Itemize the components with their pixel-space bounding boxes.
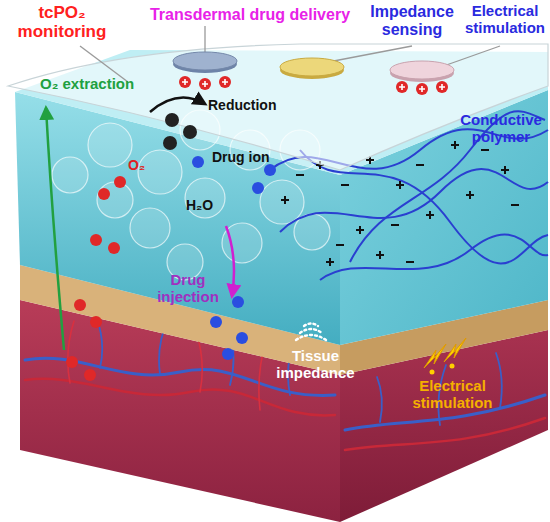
process-label: O₂ extraction (40, 76, 134, 93)
stimulation-electrode (390, 61, 454, 79)
bubble (88, 123, 132, 167)
drug-ion-sphere (232, 296, 244, 308)
species-label: Drug ion (212, 150, 270, 166)
lightning-bolt (444, 338, 466, 362)
electron-sphere (165, 113, 179, 127)
drug-injection-arrow (226, 226, 234, 296)
function-label: Transdermal drug delivery (125, 6, 375, 24)
spark-dot (430, 370, 435, 375)
function-label: Electrical stimulation (460, 3, 550, 37)
function-label: Impedance sensing (362, 3, 462, 39)
bubble (97, 182, 133, 218)
reduction-arrow (150, 98, 205, 112)
oxygen-sphere (74, 299, 86, 311)
species-label: H₂O (186, 198, 213, 214)
oxygen-sphere (66, 356, 78, 368)
oxygen-sphere (98, 188, 110, 200)
impedance-waves (296, 324, 326, 341)
oxygen-sphere (90, 234, 102, 246)
polymer-chain (280, 169, 548, 232)
impedance-wave (304, 324, 318, 327)
species-label: O₂ (128, 158, 145, 174)
process-label: Tissue impedance (268, 348, 363, 382)
drug-ion-sphere (210, 316, 222, 328)
oxygen-sphere (84, 369, 96, 381)
electrodes (173, 52, 454, 82)
reduction-site (150, 98, 205, 150)
top-film (8, 44, 548, 170)
impedance-wave (300, 329, 322, 333)
drug-ion-sphere (264, 164, 276, 176)
lightning-bolt (424, 344, 446, 368)
process-label: Reduction (208, 98, 276, 114)
bubble (294, 214, 330, 250)
drug-electrode (173, 52, 237, 70)
bubble (185, 178, 225, 218)
oxygen-sphere (90, 316, 102, 328)
impedance-wave (296, 335, 326, 340)
drug-ion-sphere (252, 182, 264, 194)
drug-ion-sphere (236, 332, 248, 344)
bubble (52, 157, 88, 193)
process-label: Drug injection (148, 272, 228, 306)
function-label: tcPO₂ monitoring (12, 3, 112, 41)
spark-dot (450, 364, 455, 369)
oxygen-sphere (114, 176, 126, 188)
electron-sphere (183, 125, 197, 139)
oxygen-sphere (108, 242, 120, 254)
drug-ions (192, 156, 276, 360)
artery (345, 418, 545, 450)
polymer-chain (320, 234, 548, 280)
drug-ion-sphere (192, 156, 204, 168)
drug-ion-sphere (222, 348, 234, 360)
process-label: Electrical stimulation (400, 378, 505, 412)
bubble (130, 208, 170, 248)
bubble (260, 180, 304, 224)
electrode-charges (179, 76, 448, 95)
impedance-electrode (280, 58, 344, 76)
oxygen-molecules (66, 176, 126, 381)
plus-sign (182, 79, 445, 92)
material-label: Conductive polymer (452, 112, 550, 146)
electron-sphere (163, 136, 177, 150)
oxygen-extraction-arrow (46, 108, 64, 350)
